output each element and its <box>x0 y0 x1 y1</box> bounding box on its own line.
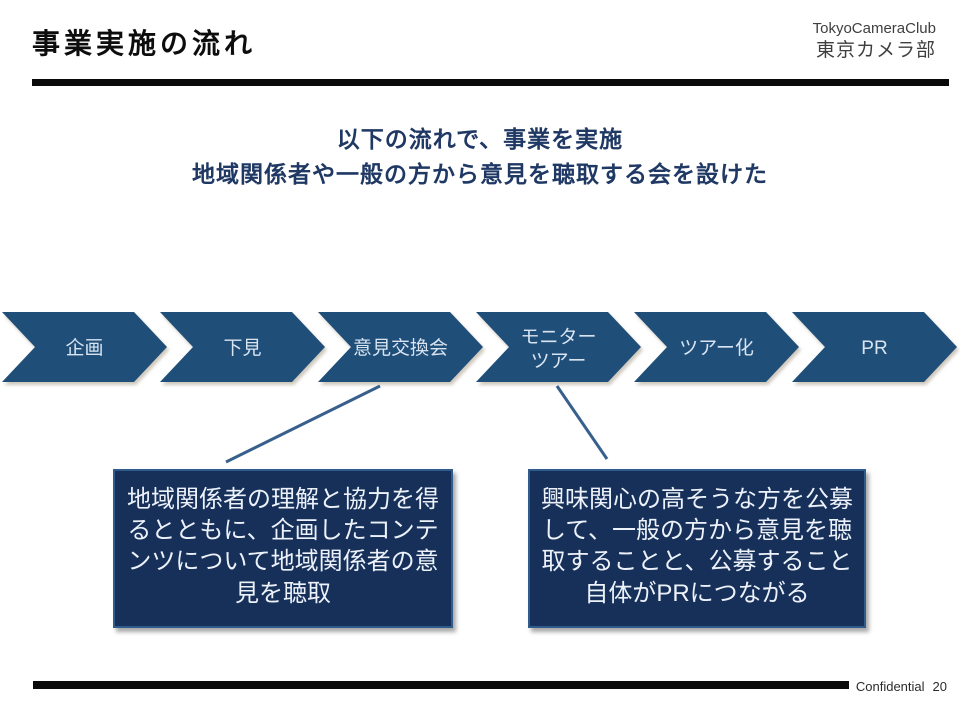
company-logo: TokyoCameraClub 東京カメラ部 <box>813 20 936 63</box>
flow-chevron-2 <box>160 312 325 382</box>
page-number: 20 <box>932 679 947 694</box>
confidential-label: Confidential <box>855 679 925 694</box>
slide-subtitle: 以下の流れで、事業を実施 地域関係者や一般の方から意見を聴取する会を設けた <box>0 122 960 192</box>
flow-chevron-label-4: モニターツアー <box>520 326 596 372</box>
flow-chevron-label-1: 企画 <box>65 337 103 359</box>
connector-line-right <box>555 385 609 460</box>
callout-connectors <box>225 384 609 464</box>
logo-text-en: TokyoCameraClub <box>812 20 936 37</box>
process-flow-chevrons: 企画 下見 意見交換会 モニターツアー ツアー化 PR <box>2 312 957 382</box>
flow-chevron-label-5: ツアー化 <box>679 337 754 359</box>
flow-chevron-1 <box>2 312 167 382</box>
callout-box-monitor-tour: 興味関心の高そうな方を公募して、一般の方から意見を聴取することと、公募すること自… <box>528 469 866 628</box>
flow-chevron-label-2: 下見 <box>223 338 261 359</box>
logo-text-jp: 東京カメラ部 <box>815 39 936 61</box>
page-title: 事業実施の流れ <box>32 28 257 59</box>
flow-chevron-label-3: 意見交換会 <box>353 337 448 359</box>
subtitle-line-1: 以下の流れで、事業を実施 <box>336 126 624 152</box>
subtitle-line-2: 地域関係者や一般の方から意見を聴取する会を設けた <box>192 161 768 187</box>
connector-line-left <box>225 384 381 464</box>
callout-box-opinion-exchange: 地域関係者の理解と協力を得るとともに、企画したコンテンツについて地域関係者の意見… <box>113 469 453 628</box>
footer-text: Confidential 20 <box>856 679 947 694</box>
title-underline-bar <box>32 79 949 86</box>
flow-chevron-5 <box>634 312 799 382</box>
flow-chevron-label-6: PR <box>861 338 887 359</box>
flow-chevron-3 <box>318 312 483 382</box>
flow-chevron-4 <box>476 312 641 382</box>
footer-bar <box>33 681 849 689</box>
flow-chevron-6 <box>792 312 957 382</box>
